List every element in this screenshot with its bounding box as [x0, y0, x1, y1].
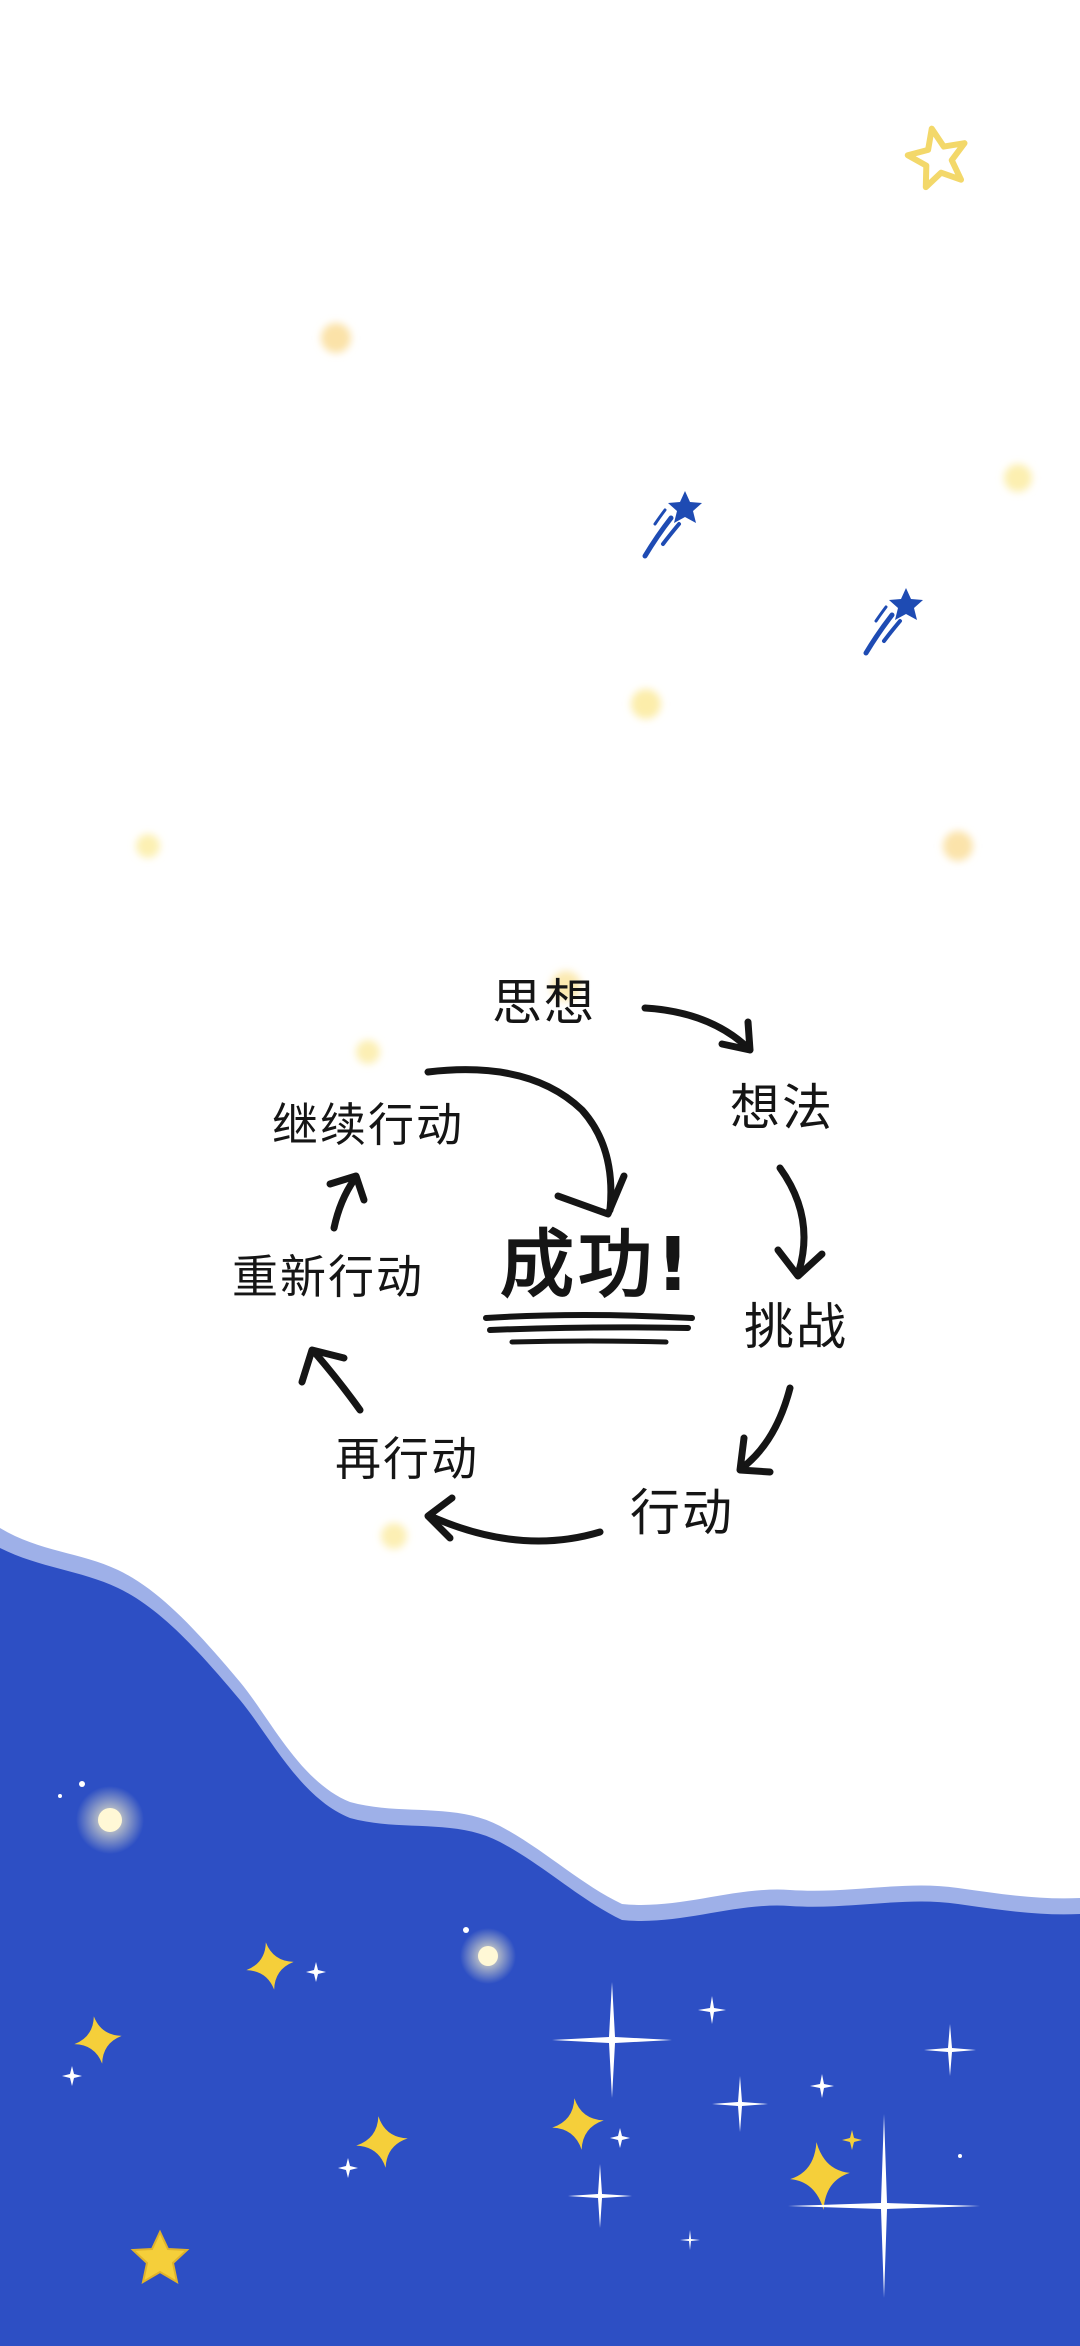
sparkle-icon [810, 2074, 834, 2098]
dot [631, 689, 661, 719]
cycle-step-tiaozhan: 挑战 [744, 1298, 848, 1356]
dot [1004, 464, 1032, 492]
star-icon [246, 1942, 294, 1990]
sparkle-icon [338, 2158, 358, 2178]
arrow-sixiang-to-xiangfa [641, 1004, 752, 1052]
arrow-xiangfa-to-tiaozhan-head [774, 1246, 826, 1280]
arrow-to-center-head [554, 1172, 628, 1218]
sparkle-icon [62, 2066, 82, 2086]
sparkle-icon [712, 2076, 768, 2132]
arrow-sixiang-to-xiangfa-head [718, 1018, 754, 1054]
sparkle-icon [610, 2128, 630, 2148]
sparkle-icon [924, 2024, 976, 2076]
sparkle-icon [568, 2164, 632, 2228]
sparkle-icon [680, 2230, 700, 2250]
cycle-step-zai-xingdong: 再行动 [335, 1432, 479, 1486]
dot [943, 831, 973, 861]
glowing-orbs [76, 1786, 516, 1984]
dot [551, 971, 581, 1001]
shooting-star-icon [642, 491, 702, 559]
shooting-star-icon [863, 588, 923, 656]
arrow-zai-to-chongxin [312, 1350, 364, 1414]
cycle-arrows [298, 1004, 826, 1545]
sparkle-dot [958, 2154, 962, 2158]
dot [356, 1040, 380, 1064]
arrow-tiaozhan-to-xingdong-head [736, 1434, 774, 1476]
cycle-step-xiangfa: 想法 [730, 1079, 834, 1137]
sparkle-icon [306, 1962, 326, 1982]
underline-stroke [509, 1338, 669, 1345]
glow-core [98, 1808, 122, 1832]
sea [0, 1548, 1080, 2346]
dot [136, 834, 160, 858]
arrow-chongxin-to-jixu-head [326, 1172, 368, 1204]
yellow-stars [74, 1942, 850, 2285]
arrow-to-center [424, 1066, 615, 1214]
sparkle-icon [552, 1982, 672, 2098]
sparkle-dot [79, 1781, 85, 1787]
small-gold-sparkle-icon [842, 2130, 862, 2150]
cycle-step-jixu-xingdong: 继续行动 [272, 1098, 464, 1152]
outline-star-icon [904, 125, 968, 191]
arrow-xingdong-to-zai-head [424, 1494, 456, 1542]
glow-core [478, 1946, 498, 1966]
arrow-chongxin-to-jixu [330, 1176, 358, 1232]
star-icon [74, 2016, 122, 2064]
sparkle-dot [58, 1794, 62, 1798]
star-icon [356, 2116, 408, 2168]
underline-stroke [483, 1312, 695, 1321]
center-underline [483, 1312, 695, 1345]
cycle-center-success: 成功! [500, 1222, 694, 1308]
sparkle-icon [698, 1996, 726, 2024]
underline-stroke [487, 1324, 691, 1333]
sky-dots [136, 323, 1032, 1549]
sparkle-icon [788, 2114, 980, 2298]
cycle-step-sixiang: 思想 [492, 974, 596, 1032]
dot [321, 323, 351, 353]
cycle-step-xingdong: 行动 [630, 1484, 734, 1542]
arrow-xingdong-to-zai [426, 1512, 604, 1545]
arrow-xiangfa-to-tiaozhan [776, 1164, 808, 1278]
star-icon [790, 2142, 850, 2210]
star-icon [552, 2098, 604, 2150]
arrow-zai-to-chongxin-head [298, 1346, 348, 1386]
cycle-step-chongxin-xingdong: 重新行动 [232, 1250, 424, 1304]
arrow-tiaozhan-to-xingdong [738, 1384, 794, 1472]
star-icon [130, 2229, 190, 2285]
sparkle-dot [463, 1927, 469, 1933]
dot [381, 1523, 407, 1549]
